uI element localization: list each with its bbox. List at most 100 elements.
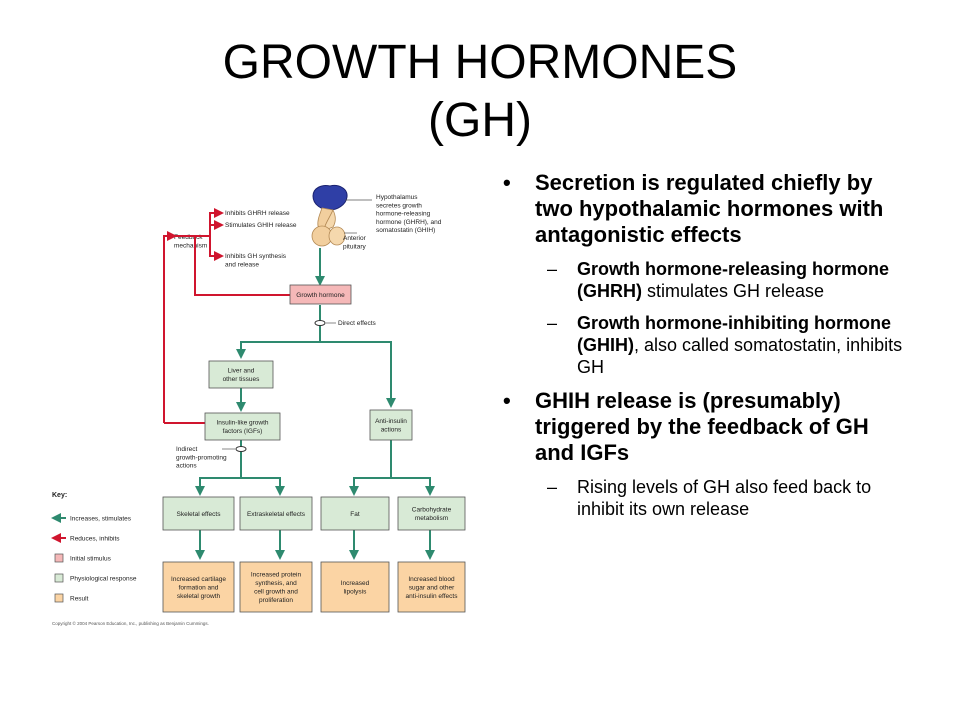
key-swatch-icon — [54, 553, 64, 563]
anti-insulin-box-text: Anti-insulin — [375, 418, 407, 425]
diagram-label: Stimulates GHIH release — [225, 222, 297, 229]
result-box-4-text: Increased blood — [408, 576, 455, 583]
diagram-label: growth-promoting — [176, 454, 227, 461]
anti-insulin-box-text: actions — [381, 427, 402, 434]
liver-box-text: other tissues — [223, 376, 261, 383]
key-title: Key: — [52, 492, 67, 499]
growth-hormone-box: Growth hormone — [289, 284, 352, 305]
key-item: Initial stimulus — [54, 553, 112, 563]
key-item: Result — [54, 593, 89, 603]
key-label: Increases, stimulates — [70, 516, 132, 523]
bullet-ghih-release: • GHIH release is (presumably) triggered… — [495, 388, 905, 466]
hypothalamus-pituitary-illustration — [311, 185, 348, 247]
result-box-3-text: Increased — [341, 580, 370, 587]
key-label: Initial stimulus — [70, 556, 112, 563]
bullet-dot: • — [503, 170, 511, 195]
direct-effects-label: Direct effects — [338, 320, 377, 327]
dash: – — [547, 259, 558, 279]
diagram-label: Inhibits GH synthesis — [225, 253, 287, 260]
result-box-4-text: anti-insulin effects — [406, 593, 459, 600]
diagram-label: pituitary — [343, 243, 367, 250]
sub-bullet-rest: stimulates GH release — [642, 281, 825, 301]
key-swatch-icon — [54, 593, 64, 603]
slide-title: GROWTH HORMONES (GH) — [0, 34, 960, 150]
bullet-dot: • — [503, 388, 511, 413]
result-box-1-text: skeletal growth — [177, 593, 221, 600]
result-box-3: Increased lipolysis — [320, 561, 390, 613]
result-box-2-text: Increased protein — [251, 572, 302, 579]
direct-effects-marker — [314, 320, 326, 326]
diagram-label: hormone-releasing — [376, 211, 431, 218]
result-box-2-text: cell growth and — [254, 589, 298, 596]
igf-box-text: factors (IGFs) — [223, 428, 263, 435]
growth-hormone-box-text: Growth hormone — [296, 292, 345, 299]
sub-bullet-bold: Growth hormone-inhibiting hormone (GHIH) — [577, 313, 891, 355]
sub-bullet-feedback: – Rising levels of GH also feed back to … — [495, 476, 905, 520]
diagram-label: Feedback — [174, 234, 203, 241]
stimulation-lines — [195, 248, 435, 560]
result-box-1-text: formation and — [179, 584, 219, 591]
key-item: Increases, stimulates — [51, 513, 132, 523]
title-line-1: GROWTH HORMONES — [222, 36, 738, 89]
feedback-lines — [163, 208, 290, 424]
diagram-label: Hypothalamus — [376, 194, 418, 201]
effect-box-3: Fat — [320, 496, 390, 531]
bullet-secretion: • Secretion is regulated chiefly by two … — [495, 170, 905, 248]
effect-box-2: Extraskeletal effects — [239, 496, 313, 531]
bullet-text: GHIH release is (presumably) triggered b… — [535, 388, 869, 465]
diagram-label: mechanism — [174, 242, 207, 249]
anti-insulin-box: Anti-insulin actions — [369, 409, 413, 441]
result-box-3-text: lipolysis — [344, 589, 368, 596]
key-label: Result — [70, 596, 89, 603]
result-box-2-text: synthesis, and — [255, 580, 297, 587]
igf-box-text: Insulin-like growth — [216, 420, 268, 427]
diagram-label: somatostatin (GHIH) — [376, 227, 435, 234]
effect-box-4-text: metabolism — [415, 515, 448, 522]
effect-box-4-text: Carbohydrate — [412, 507, 452, 514]
key-label: Physiological response — [70, 576, 137, 583]
dash: – — [547, 313, 558, 333]
effect-box-2-text: Extraskeletal effects — [247, 511, 306, 518]
bullet-list: • Secretion is regulated chiefly by two … — [495, 170, 905, 530]
sub-bullet-bold: Growth hormone-releasing hormone (GHRH) — [577, 259, 890, 301]
sub-bullet-rest: Rising levels of GH also feed back to in… — [577, 477, 872, 519]
effect-box-3-text: Fat — [350, 511, 360, 518]
diagram-label: Indirect — [176, 446, 198, 453]
title-line-2: (GH) — [428, 94, 532, 147]
diagram-label: hormone (GHRH), and — [376, 219, 442, 226]
indirect-effects-marker — [235, 446, 247, 452]
key-item: Physiological response — [54, 573, 137, 583]
diagram-label: Direct effects — [338, 320, 377, 327]
result-box-1-text: Increased cartilage — [171, 576, 226, 583]
diagram-label: Inhibits GHRH release — [225, 210, 290, 217]
result-box-4-text: sugar and other — [409, 584, 455, 591]
diagram-label: actions — [176, 463, 197, 470]
liver-box-text: Liver and — [228, 368, 255, 375]
key-swatch-icon — [54, 573, 64, 583]
dash: – — [547, 477, 558, 497]
effect-box-1-text: Skeletal effects — [177, 511, 222, 518]
bullet-text: Secretion is regulated chiefly by two hy… — [535, 170, 884, 247]
diagram-label: Anterior — [343, 235, 367, 242]
key-label: Reduces, inhibits — [70, 536, 120, 543]
copyright-text: Copyright © 2004 Pearson Education, Inc.… — [52, 620, 209, 626]
sub-bullet-ghih: – Growth hormone-inhibiting hormone (GHI… — [495, 312, 905, 378]
sub-bullet-ghrh: – Growth hormone-releasing hormone (GHRH… — [495, 258, 905, 302]
diagram-label: secretes growth — [376, 202, 422, 209]
effect-box-1: Skeletal effects — [162, 496, 235, 531]
sub-bullet-rest: , also called somatostatin, inhibits GH — [577, 335, 903, 377]
key-item: Reduces, inhibits — [51, 533, 120, 543]
